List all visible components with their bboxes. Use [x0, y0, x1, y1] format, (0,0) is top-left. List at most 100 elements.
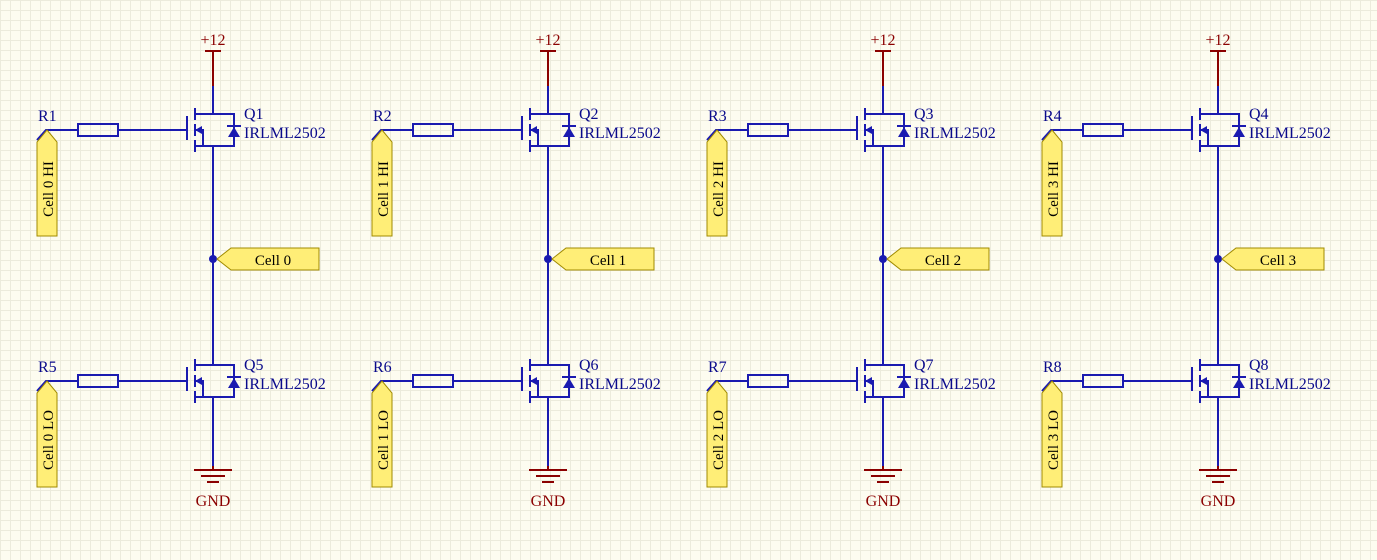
lo-mosfet-ref: Q7 [914, 357, 934, 374]
hi-port [706, 129, 728, 237]
power-label: +12 [535, 32, 560, 49]
ground-label: GND [531, 493, 566, 510]
hi-resistor [1082, 123, 1124, 137]
node-net-label-text: Cell 1 [590, 253, 626, 269]
source-lead [1200, 396, 1219, 404]
diode-wire [1218, 364, 1240, 398]
hi-resistor [747, 123, 789, 137]
lo-input-wire [1041, 380, 1083, 392]
hi-mosfet [1191, 107, 1246, 153]
body-arrow [195, 377, 202, 385]
hi-port-label: Cell 1 HI [376, 161, 392, 217]
source-lead [865, 145, 884, 153]
hi-mosfet [521, 107, 576, 153]
lo-port [1041, 380, 1063, 488]
hi-mosfet-part: IRLML2502 [1249, 125, 1331, 142]
lo-resistor-ref: R6 [373, 359, 392, 376]
diode-triangle [898, 127, 910, 137]
lo-port [36, 380, 58, 488]
diode-wire [1218, 113, 1240, 147]
power-label: +12 [1205, 32, 1230, 49]
body-arrow [530, 377, 537, 385]
drain-lead [530, 358, 549, 366]
junction-dot [209, 255, 217, 263]
lo-mosfet-ref: Q8 [1249, 357, 1269, 374]
hi-resistor [77, 123, 119, 137]
diode-triangle [228, 378, 240, 388]
hi-resistor-ref: R3 [708, 108, 727, 125]
node-net-label [1221, 247, 1325, 271]
body-arrow [865, 377, 872, 385]
hi-input-wire [1041, 129, 1083, 141]
drain-lead [1200, 358, 1219, 366]
node-net-label-text: Cell 3 [1260, 253, 1296, 269]
lo-mosfet [1191, 358, 1246, 404]
lo-port [371, 380, 393, 488]
drain-lead [1200, 107, 1219, 115]
lo-resistor-ref: R5 [38, 359, 57, 376]
hi-resistor-ref: R1 [38, 108, 57, 125]
lo-mosfet-part: IRLML2502 [579, 376, 661, 393]
hi-mosfet-part: IRLML2502 [914, 125, 996, 142]
diode-wire [883, 113, 905, 147]
diode-wire [883, 364, 905, 398]
body-arrow [195, 126, 202, 134]
lo-resistor-ref: R8 [1043, 359, 1062, 376]
lo-resistor [412, 374, 454, 388]
hi-mosfet [856, 107, 911, 153]
body-arrow [865, 126, 872, 134]
hi-input-wire [371, 129, 413, 141]
diode-triangle [563, 127, 575, 137]
diode-wire [213, 364, 235, 398]
body-arrow [530, 126, 537, 134]
lo-mosfet [521, 358, 576, 404]
lo-port-label: Cell 1 LO [376, 410, 392, 470]
hi-mosfet-ref: Q1 [244, 106, 264, 123]
junction-dot [879, 255, 887, 263]
node-net-label [886, 247, 990, 271]
node-net-label-text: Cell 2 [925, 253, 961, 269]
hi-port-label: Cell 3 HI [1046, 161, 1062, 217]
diode-wire [213, 113, 235, 147]
lo-resistor [77, 374, 119, 388]
source-lead [1200, 145, 1219, 153]
hi-mosfet-ref: Q3 [914, 106, 934, 123]
hi-mosfet-ref: Q2 [579, 106, 599, 123]
lo-port-label: Cell 0 LO [41, 410, 57, 470]
hi-port [36, 129, 58, 237]
source-lead [195, 396, 214, 404]
source-lead [195, 145, 214, 153]
hi-port-label: Cell 2 HI [711, 161, 727, 217]
hi-input-wire [36, 129, 78, 141]
power-label: +12 [870, 32, 895, 49]
lo-input-wire [371, 380, 413, 392]
hi-mosfet-part: IRLML2502 [244, 125, 326, 142]
hi-port [371, 129, 393, 237]
hi-mosfet-part: IRLML2502 [579, 125, 661, 142]
lo-input-wire [706, 380, 748, 392]
diode-triangle [563, 378, 575, 388]
lo-port-label: Cell 2 LO [711, 410, 727, 470]
drain-lead [865, 358, 884, 366]
lo-mosfet [186, 358, 241, 404]
drain-lead [865, 107, 884, 115]
diode-triangle [898, 378, 910, 388]
lo-resistor-ref: R7 [708, 359, 727, 376]
lo-resistor [747, 374, 789, 388]
lo-mosfet-part: IRLML2502 [244, 376, 326, 393]
node-net-label [551, 247, 655, 271]
body-arrow [1200, 126, 1207, 134]
hi-input-wire [706, 129, 748, 141]
power-label: +12 [200, 32, 225, 49]
drain-lead [195, 358, 214, 366]
junction-dot [1214, 255, 1222, 263]
lo-mosfet-ref: Q5 [244, 357, 264, 374]
source-lead [530, 396, 549, 404]
diode-triangle [228, 127, 240, 137]
